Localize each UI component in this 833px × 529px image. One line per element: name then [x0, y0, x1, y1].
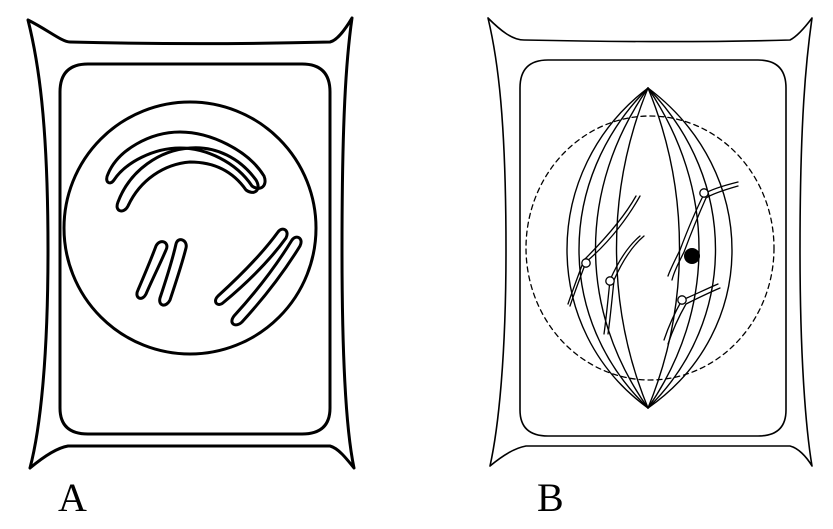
- cell-wall-b: [487, 17, 813, 467]
- panel-b: [487, 17, 813, 467]
- panel-label-a: A: [58, 475, 87, 520]
- centromeres: [581, 188, 709, 305]
- cell-membrane-a: [58, 62, 332, 436]
- chromosome-x-1: [135, 240, 169, 300]
- nucleus-a: [62, 100, 318, 356]
- panel-a: [26, 16, 356, 470]
- chromosomes-b: [567, 181, 739, 345]
- chromosome-arch-1: [105, 130, 267, 190]
- cell-membrane-b: [519, 59, 787, 437]
- chromosome-x-2: [158, 238, 188, 307]
- chromosome-arch-2: [115, 146, 260, 213]
- spindle-fibers: [566, 87, 733, 409]
- black-dot-marker: [684, 248, 700, 264]
- nuclear-envelope-dashed: [525, 115, 775, 381]
- chromosome-diag-1: [214, 227, 289, 306]
- chromosome-diag-2: [230, 235, 303, 327]
- cell-wall-a: [26, 16, 356, 470]
- panel-label-b: B: [537, 475, 564, 520]
